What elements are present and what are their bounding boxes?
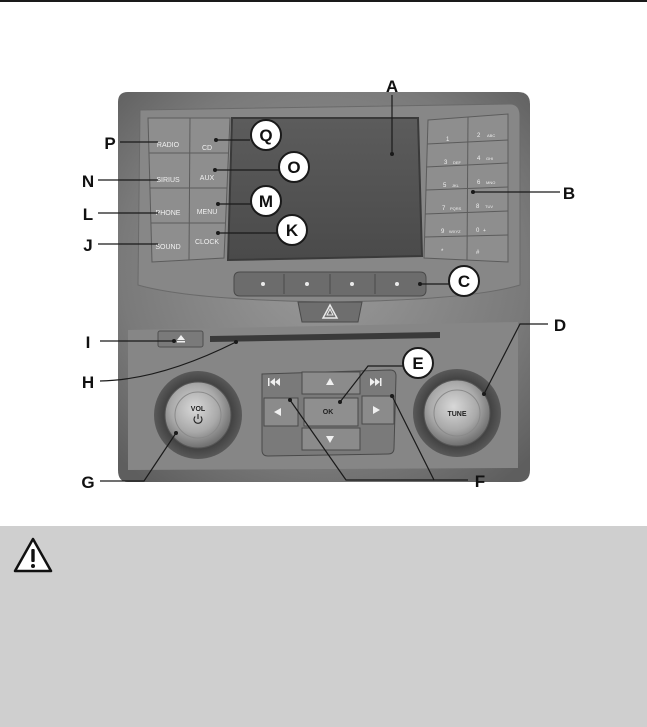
- preset-button-1[interactable]: [261, 282, 265, 286]
- keypad-key-2[interactable]: 2: [477, 133, 481, 139]
- callout-m: M: [259, 192, 273, 211]
- sound-button[interactable]: SOUND: [155, 244, 180, 251]
- callout-n: N: [82, 172, 94, 191]
- keypad-key-1[interactable]: 1: [446, 137, 450, 143]
- cd-button[interactable]: CD: [202, 145, 212, 152]
- callout-c: C: [458, 272, 470, 291]
- keypad-key-4[interactable]: 4: [477, 156, 481, 162]
- menu-button[interactable]: MENU: [197, 209, 218, 216]
- clock-button[interactable]: CLOCK: [195, 239, 219, 246]
- eject-button[interactable]: [157, 330, 204, 348]
- callout-d: D: [554, 316, 566, 335]
- callout-badges: [250, 119, 480, 379]
- keypad-key-4-letters: GHI: [486, 156, 493, 161]
- hazard-triangle-icon: [321, 303, 339, 319]
- preset-button-4[interactable]: [395, 282, 399, 286]
- callout-k: K: [286, 221, 299, 240]
- keypad-key-hash[interactable]: #: [476, 250, 480, 256]
- keypad-key-6-letters: MNO: [486, 180, 495, 185]
- preset-button-2[interactable]: [305, 282, 309, 286]
- keypad-key-star[interactable]: *: [441, 249, 444, 255]
- down-arrow-button[interactable]: [326, 436, 334, 443]
- display-screen: [226, 117, 424, 262]
- callout-lines: [98, 95, 560, 482]
- keypad-key-7[interactable]: 7: [442, 206, 446, 212]
- eject-icon: [177, 335, 185, 340]
- callout-h: H: [82, 373, 94, 392]
- keypad-key-0-letters: +: [483, 228, 486, 234]
- callout-b: B: [563, 184, 575, 203]
- preset-button-3[interactable]: [350, 282, 354, 286]
- aux-button[interactable]: AUX: [200, 175, 215, 182]
- warning-triangle-icon: [13, 537, 53, 573]
- keypad-key-3-letters: DEF: [453, 160, 462, 165]
- callout-g: G: [81, 473, 94, 492]
- left-button-block: [147, 117, 231, 263]
- preset-button-strip: [233, 271, 427, 297]
- keypad-key-0[interactable]: 0: [476, 228, 480, 234]
- keypad-key-9-letters: WXYZ: [449, 229, 461, 234]
- right-arrow-button[interactable]: [373, 406, 380, 414]
- seek-back-icon[interactable]: [268, 378, 280, 386]
- warning-panel: [0, 526, 647, 727]
- up-arrow-button[interactable]: [326, 378, 334, 385]
- callout-q: Q: [259, 126, 272, 145]
- callout-o: O: [287, 158, 300, 177]
- keypad-key-8-letters: TUV: [485, 204, 493, 209]
- cd-slot[interactable]: [210, 332, 440, 342]
- callout-l: L: [83, 205, 93, 224]
- callout-p: P: [104, 134, 115, 153]
- volume-knob-label: VOL: [191, 406, 206, 413]
- sirius-button[interactable]: SIRIUS: [156, 177, 180, 184]
- seek-forward-icon[interactable]: [370, 378, 382, 386]
- tune-knob[interactable]: [413, 369, 501, 457]
- keypad-key-2-letters: ABC: [487, 133, 495, 138]
- keypad: [423, 113, 509, 263]
- callout-dots: [172, 138, 486, 435]
- phone-button[interactable]: PHONE: [156, 210, 181, 217]
- keypad-key-5-letters: JKL: [452, 183, 460, 188]
- keypad-key-5[interactable]: 5: [443, 183, 447, 189]
- callout-f: F: [475, 472, 485, 491]
- left-arrow-button[interactable]: [274, 408, 281, 416]
- hazard-button[interactable]: [297, 301, 363, 323]
- audio-unit-diagram: RADIO CD SIRIUS AUX PHONE MENU SOUND CLO…: [81, 77, 575, 492]
- keypad-key-3[interactable]: 3: [444, 160, 448, 166]
- keypad-key-9[interactable]: 9: [441, 229, 445, 235]
- callout-a: A: [386, 77, 398, 96]
- callout-j: J: [83, 236, 92, 255]
- top-rule: [0, 0, 647, 2]
- keypad-key-7-letters: PQRS: [450, 206, 462, 211]
- keypad-key-6[interactable]: 6: [477, 180, 481, 186]
- keypad-key-8[interactable]: 8: [476, 204, 480, 210]
- ok-button[interactable]: [303, 397, 359, 427]
- callout-i: I: [86, 333, 91, 352]
- radio-button[interactable]: RADIO: [157, 142, 180, 149]
- power-icon: [193, 414, 203, 424]
- tune-knob-label: TUNE: [447, 411, 466, 418]
- ok-button-label: OK: [323, 409, 334, 416]
- callout-e: E: [412, 354, 423, 373]
